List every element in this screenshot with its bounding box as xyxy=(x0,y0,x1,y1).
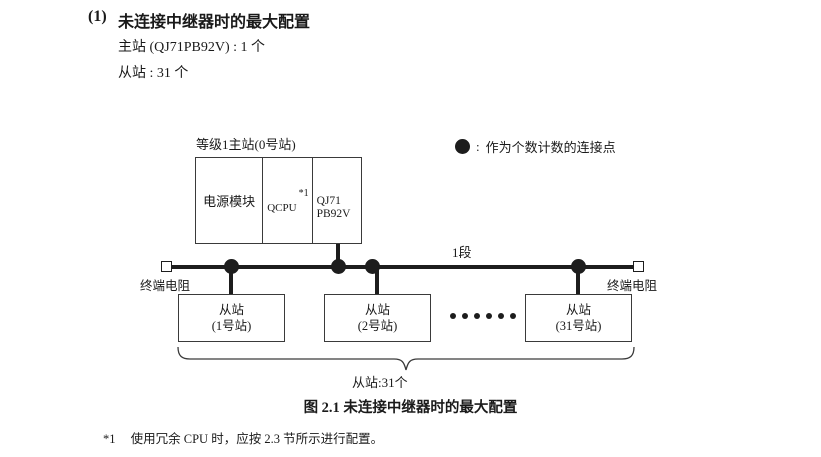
network-module-label: QJ71 PB92V xyxy=(317,195,351,221)
segment-label: 1段 xyxy=(452,245,472,260)
legend-label: 作为个数计数的连接点 xyxy=(485,140,616,155)
spec-slave-count: 从站 : 31 个 xyxy=(118,66,189,81)
network-module-line2: PB92V xyxy=(316,208,351,220)
spec-master-count: 主站 (QJ71PB92V) : 1 个 xyxy=(118,40,266,55)
terminator-left-label: 终端电阻 xyxy=(140,279,191,293)
power-module-label: 电源模块 xyxy=(203,194,256,209)
slave-group-label: 从站:31个 xyxy=(352,375,408,390)
slave-station-box: 从站 (2号站) xyxy=(324,294,431,342)
footnote: *1 使用冗余 CPU 时，应按 2.3 节所示进行配置。 xyxy=(103,428,383,447)
network-module-cell: QJ71 PB92V xyxy=(313,158,361,243)
slave-station-name: 从站 xyxy=(364,303,390,317)
cpu-footnote-marker: *1 xyxy=(298,188,309,199)
heading-number: (1) xyxy=(88,8,107,25)
slave-station-number: (1号站) xyxy=(211,319,252,333)
slave-station-box: 从站 (31号站) xyxy=(525,294,632,342)
connection-node-icon xyxy=(571,259,586,274)
master-station-box: 电源模块 *1 QCPU QJ71 PB92V xyxy=(195,157,362,244)
footnote-marker: *1 xyxy=(103,432,116,446)
master-station-caption: 等级1主站(0号站) xyxy=(196,137,296,152)
slave-station-name: 从站 xyxy=(218,303,244,317)
legend: : 作为个数计数的连接点 xyxy=(455,137,616,156)
slave-group-brace xyxy=(176,346,636,377)
slave-station-number: (31号站) xyxy=(555,319,602,333)
power-module-cell: 电源模块 xyxy=(196,158,264,243)
slave-station-box: 从站 (1号站) xyxy=(178,294,285,342)
slave-station-name: 从站 xyxy=(565,303,591,317)
cpu-module-label: QCPU xyxy=(267,202,297,214)
terminator-left-icon xyxy=(161,261,172,272)
connection-node-icon xyxy=(224,259,239,274)
legend-colon: : xyxy=(476,138,480,154)
bus-trunk-line xyxy=(167,265,639,269)
master-drop-line xyxy=(336,244,340,266)
footnote-text: 使用冗余 CPU 时，应按 2.3 节所示进行配置。 xyxy=(130,432,384,446)
figure-caption: 图 2.1 未连接中继器时的最大配置 xyxy=(303,400,518,416)
network-module-line1: QJ71 xyxy=(316,195,341,207)
slave-station-number: (2号站) xyxy=(357,319,398,333)
connection-node-icon xyxy=(331,259,346,274)
ellipsis-icon xyxy=(450,313,516,319)
slave-drop-line-1 xyxy=(229,267,233,295)
slave-drop-line-2 xyxy=(375,267,379,295)
filled-circle-icon xyxy=(455,139,470,154)
terminator-right-label: 终端电阻 xyxy=(607,279,658,293)
page-title: 未连接中继器时的最大配置 xyxy=(118,14,311,31)
cpu-module-cell: *1 QCPU xyxy=(263,158,313,243)
terminator-right-icon xyxy=(633,261,644,272)
slave-drop-line-3 xyxy=(576,267,580,295)
